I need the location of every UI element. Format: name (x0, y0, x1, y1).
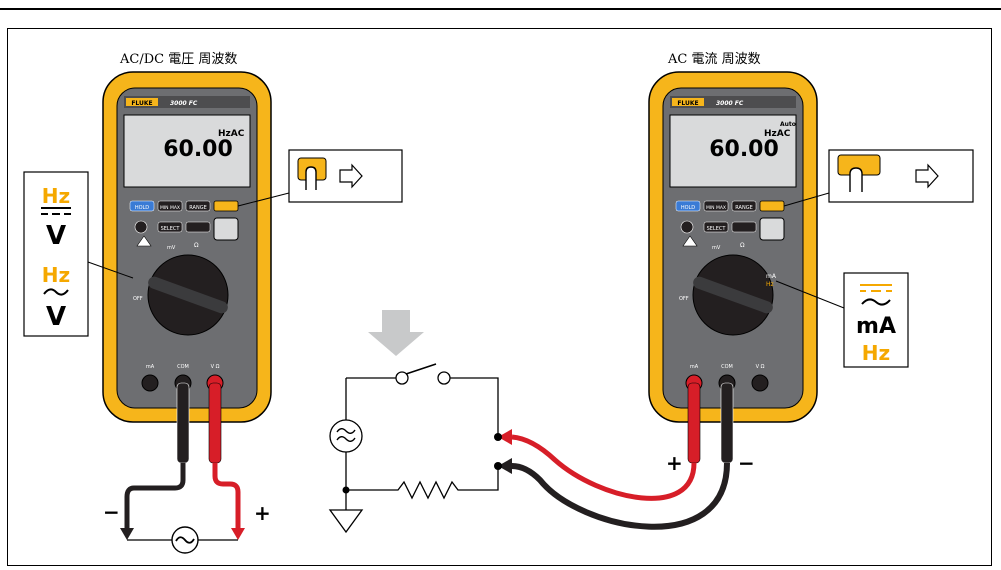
left-reading: 60.00 (163, 137, 233, 162)
svg-text:HOLD: HOLD (135, 205, 149, 211)
svg-text:mV: mV (712, 245, 721, 251)
right-brand: FLUKE (677, 100, 698, 107)
left-fluke-logo (126, 98, 158, 106)
right-arrow-button[interactable] (731, 221, 757, 233)
left-hz-button[interactable] (213, 200, 239, 212)
right-arrow-right-icon (915, 163, 939, 189)
resistor-icon (346, 466, 499, 500)
left-function-callout: Hz V Hz V (23, 171, 89, 337)
circuit-ac-source-icon (329, 419, 363, 453)
header-rule (0, 8, 1001, 10)
left-warning-icon (136, 235, 152, 247)
left-arrow-right-icon (339, 163, 363, 189)
terminal-bottom (494, 462, 502, 470)
left-hold-button[interactable] (129, 200, 155, 212)
svg-text:RANGE: RANGE (735, 205, 752, 211)
left-caption: AC/DC 電圧 周波数 (120, 52, 238, 67)
switch-contact-left (395, 371, 409, 385)
left-ma-jack[interactable] (141, 374, 159, 392)
svg-text:Hz: Hz (766, 281, 774, 288)
right-caption: AC 電流 周波数 (668, 52, 761, 67)
svg-text:COM: COM (177, 364, 189, 370)
right-multimeter: FLUKE 3000 FC Auto HzAC 60.00 HOLD MIN M… (648, 71, 818, 423)
right-plus-label: + (666, 451, 683, 475)
right-minus-label: − (738, 451, 755, 475)
svg-text:OFF: OFF (679, 296, 689, 302)
right-unit: HzAC (764, 129, 791, 139)
figure-frame (7, 28, 992, 566)
svg-text:MIN MAX: MIN MAX (706, 205, 726, 211)
right-auto-label: Auto (780, 121, 796, 128)
left-backlight-icon[interactable] (134, 220, 148, 234)
left-minus-label: − (103, 500, 120, 524)
svg-text:OFF: OFF (133, 296, 143, 302)
left-arrow-button[interactable] (185, 221, 211, 233)
right-warning-icon (682, 235, 698, 247)
right-fluke-logo (672, 98, 704, 106)
left-model: 3000 FC (170, 100, 198, 107)
svg-text:Hz: Hz (42, 263, 70, 287)
right-function-callout: mA Hz (843, 272, 909, 368)
svg-text:Ω: Ω (194, 242, 199, 249)
right-hz-button[interactable] (759, 200, 785, 212)
svg-text:mA: mA (690, 364, 699, 370)
svg-text:mA: mA (146, 364, 155, 370)
ground-icon (328, 509, 364, 534)
left-range-button[interactable] (185, 200, 211, 212)
circuit-diagram (328, 310, 502, 534)
right-v-jack[interactable] (751, 374, 769, 392)
svg-text:SELECT: SELECT (161, 226, 181, 232)
terminal-top (494, 433, 502, 441)
right-press-callout (828, 149, 974, 203)
left-multimeter: FLUKE 3000 FC HzAC 60.00 HOLD MIN MAX RA… (102, 71, 272, 423)
right-reading: 60.00 (709, 137, 779, 162)
right-model: 3000 FC (716, 100, 744, 107)
svg-text:Hz: Hz (42, 184, 70, 208)
left-press-callout (288, 149, 403, 203)
svg-text:COM: COM (721, 364, 733, 370)
down-arrow-icon (368, 310, 424, 356)
left-test-leads (120, 382, 245, 554)
right-range-button[interactable] (731, 200, 757, 212)
switch-contact-right (437, 371, 451, 385)
svg-text:Hz: Hz (862, 341, 890, 365)
left-plus-label: + (254, 501, 271, 525)
svg-text:V: V (46, 221, 66, 251)
svg-text:MIN MAX: MIN MAX (160, 205, 180, 211)
left-wireless-icon (213, 217, 239, 241)
right-hold-button[interactable] (675, 200, 701, 212)
right-test-leads (498, 382, 734, 530)
svg-text:RANGE: RANGE (189, 205, 206, 211)
svg-text:HOLD: HOLD (681, 205, 695, 211)
right-minmax-button[interactable] (703, 200, 729, 212)
left-unit: HzAC (218, 129, 245, 139)
svg-text:mA: mA (766, 273, 777, 280)
switch-lever (405, 363, 437, 375)
svg-text:V Ω: V Ω (211, 364, 220, 370)
svg-text:V Ω: V Ω (756, 364, 765, 370)
right-wireless-icon (759, 217, 785, 241)
right-select-button[interactable] (703, 221, 729, 233)
svg-text:SELECT: SELECT (707, 226, 727, 232)
svg-text:Ω: Ω (740, 242, 745, 249)
right-backlight-icon[interactable] (680, 220, 694, 234)
left-select-button[interactable] (157, 221, 183, 233)
left-brand: FLUKE (131, 100, 152, 107)
svg-text:V: V (46, 302, 66, 332)
svg-text:mA: mA (856, 314, 896, 339)
left-minmax-button[interactable] (157, 200, 183, 212)
svg-text:mV: mV (167, 245, 176, 251)
